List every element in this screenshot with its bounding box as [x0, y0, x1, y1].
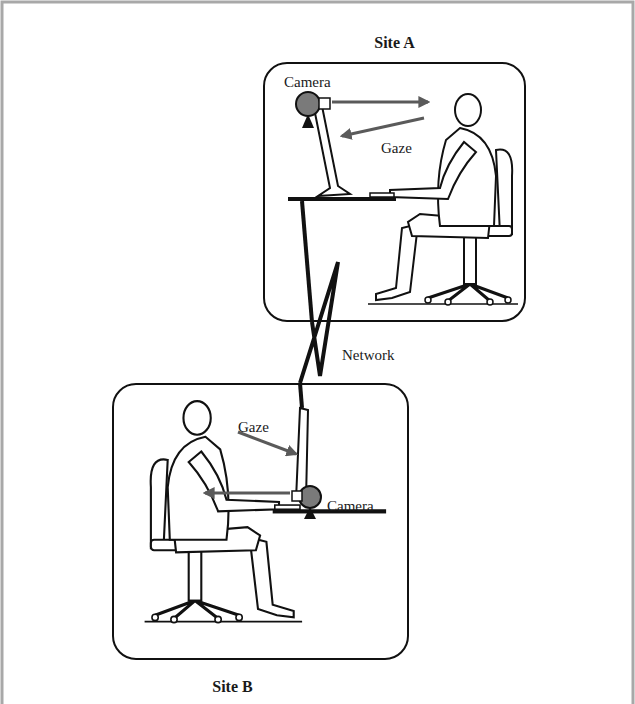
camera-lens [292, 491, 302, 501]
network-line [300, 262, 338, 383]
network-cable [300, 383, 302, 408]
person-site-b [145, 401, 386, 623]
person-site-a [288, 94, 518, 305]
camera-lens [319, 98, 330, 109]
callout-label: Gaze [238, 418, 269, 436]
camera-arrow [332, 101, 428, 104]
callout-label: Camera [284, 73, 331, 91]
site-heading: Site A [265, 34, 524, 52]
callout-label: Camera [327, 497, 374, 515]
gaze-arrow [238, 432, 296, 454]
edge-label: Network [342, 346, 395, 364]
network-cable [302, 201, 312, 322]
site-heading: Site B [86, 678, 379, 696]
site-box: Site A [263, 62, 526, 322]
camera-symbol [296, 92, 320, 116]
camera-arrow [205, 492, 290, 495]
gaze-arrow [342, 118, 424, 136]
monitor [314, 106, 350, 196]
callout-label: Gaze [381, 139, 412, 157]
